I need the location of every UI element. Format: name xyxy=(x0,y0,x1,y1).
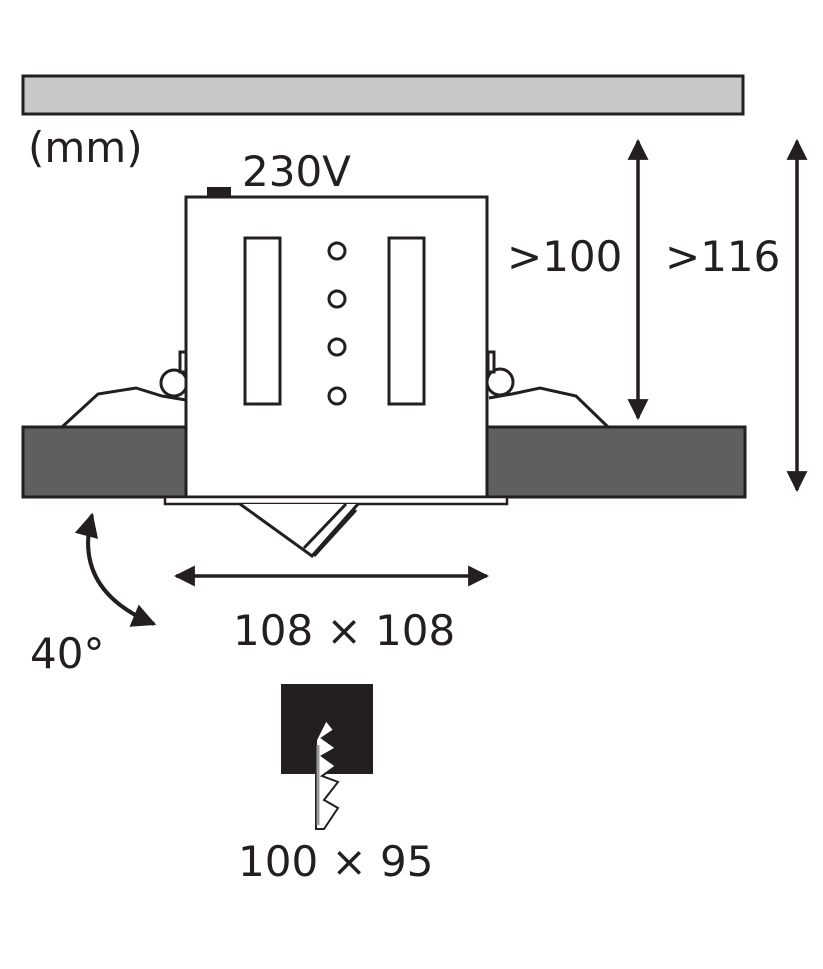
min-depth-total-label: >116 xyxy=(665,232,780,281)
ceiling-panel-left xyxy=(21,425,190,499)
vent-hole xyxy=(327,386,347,406)
light-housing xyxy=(184,195,489,499)
reflector xyxy=(239,502,360,559)
spring-clip-left xyxy=(60,350,189,429)
voltage-label: 230V xyxy=(242,147,351,196)
tilt-angle-label: 40° xyxy=(30,629,104,678)
vent-hole xyxy=(327,337,347,357)
vent-hole xyxy=(327,241,347,261)
unit-label: (mm) xyxy=(28,123,143,172)
cutout-label: 100 × 95 xyxy=(238,837,434,886)
cutout-icon xyxy=(281,684,373,830)
vent-slot-right xyxy=(387,236,426,406)
min-depth-label: >100 xyxy=(507,232,622,281)
size-label: 108 × 108 xyxy=(233,606,455,655)
trim-ring xyxy=(163,495,509,506)
spring-clip-right xyxy=(485,350,610,429)
tilt-arrow xyxy=(74,512,157,627)
ceiling-slab xyxy=(21,74,745,116)
vent-hole xyxy=(327,289,347,309)
ceiling-panel-right xyxy=(485,425,747,499)
vent-slot-left xyxy=(243,236,282,406)
power-connector xyxy=(207,187,231,197)
